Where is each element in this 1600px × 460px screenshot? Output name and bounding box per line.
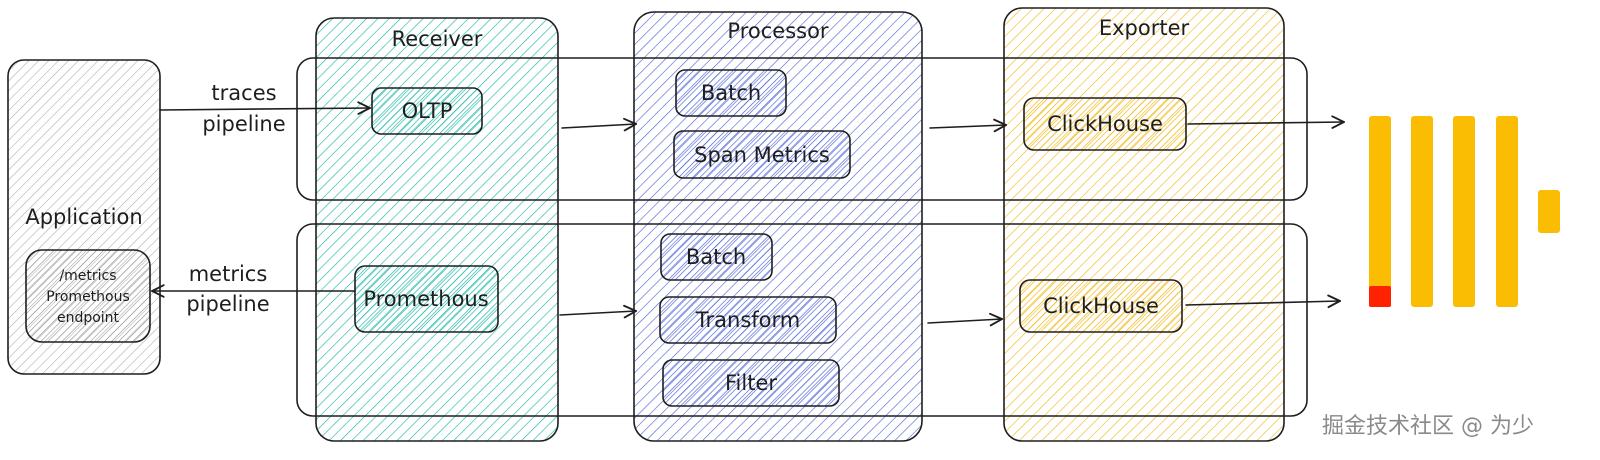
traces-clickhouse-exporter-node: ClickHouse [1023,97,1187,151]
clickhouse-logo-icon [1369,116,1560,307]
exporter-to-clickhouse-metrics-arrow [1185,301,1340,305]
metrics-edge-label: metrics pipeline [186,262,269,316]
exporter-title: Exporter [1099,16,1190,40]
traces-edge-label: traces pipeline [202,81,285,136]
processor-to-exporter-metrics-arrow [927,319,1002,323]
metrics-label-line-1: metrics [189,262,268,286]
processor-to-exporter-traces-arrow [929,125,1006,128]
receiver-column: Receiver [315,17,559,442]
receiver-title: Receiver [392,27,483,51]
receiver-to-processor-traces-arrow [561,124,636,128]
traces-clickhouse-label: ClickHouse [1047,112,1163,136]
metrics-endpoint-box: /metrics Promethous endpoint [25,249,151,343]
traces-label-line-1: traces [211,81,276,105]
endpoint-line-3: endpoint [57,310,120,326]
span-metrics-processor-node: Span Metrics [673,130,851,179]
app-to-oltp-arrow [159,108,370,110]
clickhouse-logo-bar-5 [1538,190,1560,233]
span-metrics-label: Span Metrics [694,143,830,167]
exporter-to-clickhouse-traces-arrow [1187,122,1344,124]
traces-batch-processor-node: Batch [675,69,787,117]
metrics-label-line-2: pipeline [186,292,269,316]
clickhouse-logo-bar-3 [1453,116,1475,307]
filter-processor-node: Filter [662,359,840,407]
promethous-receiver-label: Promethous [363,287,488,311]
metrics-batch-processor-node: Batch [660,233,773,281]
oltp-receiver-label: OLTP [402,99,453,123]
clickhouse-logo-bar-4 [1496,116,1518,307]
processor-title: Processor [727,19,829,43]
endpoint-line-1: /metrics [59,268,116,284]
traces-pipeline-outline [296,57,1308,201]
clickhouse-logo-bar-1 [1369,116,1391,307]
oltp-receiver-node: OLTP [371,87,483,135]
receiver-to-processor-metrics-arrow [559,311,636,315]
transform-processor-node: Transform [659,296,837,344]
clickhouse-logo-accent [1369,286,1391,307]
metrics-pipeline-outline [296,223,1308,417]
metrics-batch-label: Batch [686,245,746,269]
traces-label-line-2: pipeline [202,112,285,136]
promethous-receiver-node: Promethous [354,265,499,333]
clickhouse-logo-bar-2 [1411,116,1433,307]
application-title: Application [25,205,142,229]
transform-label: Transform [695,308,800,332]
filter-label: Filter [725,371,777,395]
metrics-clickhouse-exporter-node: ClickHouse [1019,279,1183,333]
endpoint-line-2: Promethous [46,289,130,305]
watermark: 掘金技术社区 @ 为少 [1322,414,1534,439]
metrics-clickhouse-label: ClickHouse [1043,294,1159,318]
traces-batch-label: Batch [701,81,761,105]
